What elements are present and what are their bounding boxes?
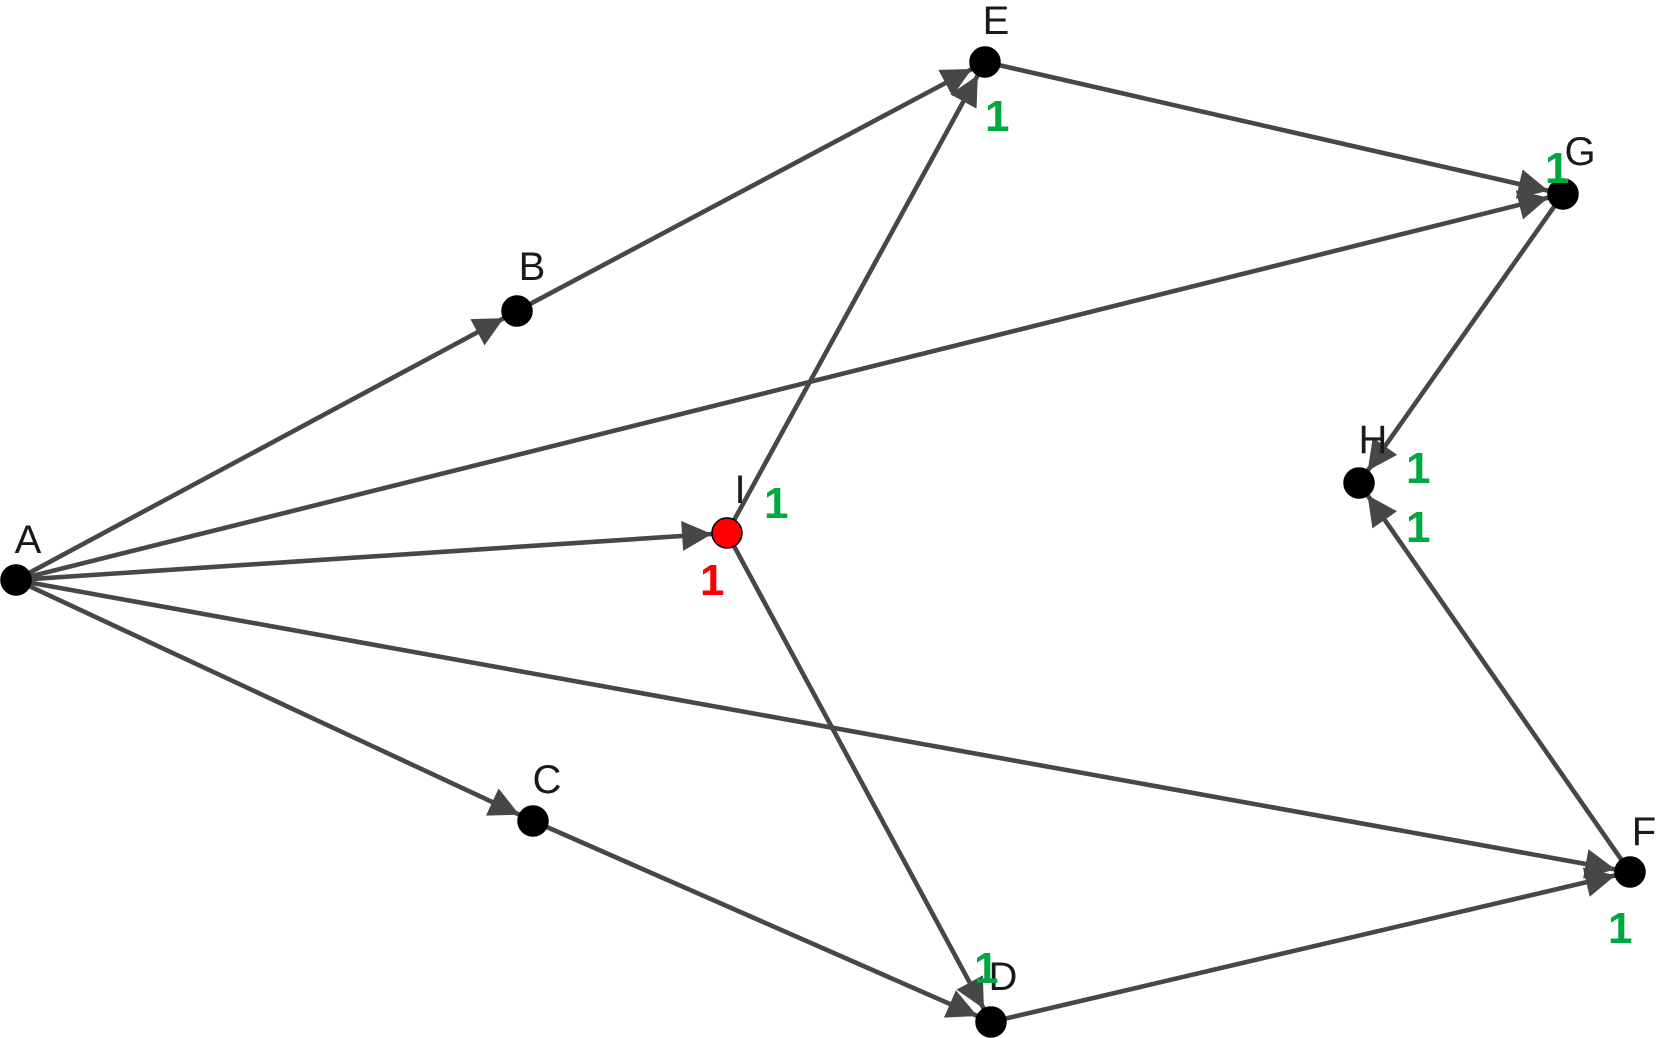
flow-label-i-highlighted: 1	[700, 556, 724, 605]
node-label-f: F	[1632, 810, 1656, 854]
node-label-d: D	[989, 955, 1018, 999]
flow-label-i: 1	[764, 479, 788, 528]
node-label-i: I	[734, 468, 745, 512]
edge-a-to-i	[24, 521, 715, 582]
edge-f-to-h	[1365, 492, 1626, 866]
edge-i-to-d	[729, 540, 987, 1012]
node-a	[0, 564, 32, 596]
node-label-a: A	[15, 518, 42, 562]
edge-d-to-f	[999, 867, 1618, 1022]
node-label-c: C	[533, 758, 562, 802]
edge-a-to-c	[23, 582, 522, 818]
node-c	[517, 805, 549, 837]
edge-a-to-f	[24, 579, 1618, 879]
edge-i-to-e	[729, 72, 981, 526]
node-label-h: H	[1359, 418, 1388, 462]
edges-layer	[23, 62, 1626, 1022]
node-h	[1343, 467, 1375, 499]
node-label-e: E	[983, 0, 1010, 43]
flow-label-g: 1	[1545, 144, 1569, 193]
edge-c-to-d	[540, 823, 980, 1019]
node-e	[969, 46, 1001, 78]
edge-g-to-h	[1365, 200, 1559, 474]
flow-label-f: 1	[1608, 904, 1632, 953]
node-f	[1614, 856, 1646, 888]
flow-label-e: 1	[985, 92, 1009, 141]
edge-e-to-g	[993, 62, 1551, 199]
labels-layer: A B C D E F G H I	[15, 0, 1657, 999]
node-i	[711, 517, 743, 549]
flow-label-h: 1	[1406, 444, 1430, 493]
flow-label-h: 1	[1406, 503, 1430, 552]
node-b	[501, 295, 533, 327]
nodes-layer	[0, 46, 1646, 1038]
node-label-b: B	[519, 245, 546, 289]
flow-label-d: 1	[974, 944, 998, 993]
edge-b-to-e	[524, 66, 975, 309]
node-g	[1547, 178, 1579, 210]
node-label-g: G	[1564, 130, 1595, 174]
node-d	[975, 1006, 1007, 1038]
edge-a-to-b	[23, 315, 507, 578]
edge-a-to-g	[24, 190, 1551, 580]
